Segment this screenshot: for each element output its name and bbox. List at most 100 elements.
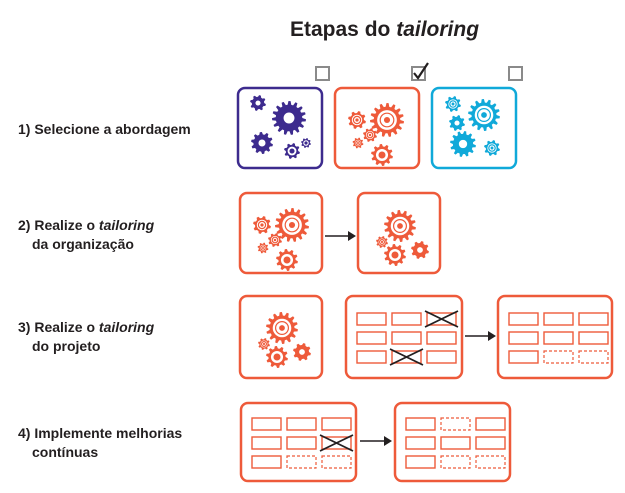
dashed-cell	[321, 455, 352, 469]
gear-center	[481, 112, 487, 118]
arrow-head	[348, 231, 356, 241]
gear-ring	[379, 112, 395, 128]
gear-center	[357, 142, 359, 144]
arrow-head	[488, 331, 496, 341]
gear-center	[273, 353, 281, 361]
task-cell	[578, 331, 609, 345]
task-cell	[508, 312, 539, 326]
task-cell	[475, 436, 506, 450]
improvement-box-before	[239, 401, 358, 483]
step-3-line1: 3) Realize o	[18, 319, 99, 335]
dashed-cell	[440, 417, 471, 431]
gear-center	[262, 247, 264, 249]
gear-hole	[417, 247, 423, 253]
cross-icon	[319, 434, 354, 452]
task-grid	[405, 417, 506, 469]
gear-center	[273, 238, 277, 242]
gear-ring	[271, 236, 279, 244]
cross-icon	[424, 310, 459, 328]
checkbox-frame	[411, 66, 426, 81]
gear-center	[490, 146, 494, 150]
gear-center	[383, 116, 391, 124]
task-cell	[405, 455, 436, 469]
gear-cluster	[258, 312, 311, 368]
gear-hole	[299, 349, 305, 355]
gear-center	[368, 133, 372, 137]
arrow-right-icon	[325, 231, 356, 241]
gear-ring	[352, 115, 362, 125]
gear-center	[378, 151, 386, 159]
step-2-line1: 2) Realize o	[18, 217, 99, 233]
task-cell	[543, 331, 574, 345]
gear-cluster-cyan	[445, 96, 500, 157]
step-1-label: 1) Selecione a abordagem	[18, 120, 191, 139]
title-emphasis: tailoring	[396, 18, 480, 41]
task-cell	[251, 455, 282, 469]
dashed-cell	[578, 350, 609, 364]
gear-center	[260, 223, 264, 227]
gear-center	[262, 342, 266, 346]
task-cell	[391, 331, 422, 345]
task-cell	[321, 417, 352, 431]
step-3-line2: do projeto	[32, 338, 101, 354]
step-2-line2: da organização	[32, 236, 134, 252]
step-3-label: 3) Realize o tailoring do projeto	[18, 318, 154, 356]
task-cell	[356, 331, 387, 345]
gear-center	[289, 148, 295, 154]
org-box-before	[238, 191, 324, 275]
title-text: Etapas do	[290, 18, 397, 41]
gear-ring	[393, 219, 408, 234]
gear-center	[380, 240, 384, 244]
project-box-tasks	[344, 294, 464, 380]
gear-ring	[257, 220, 267, 230]
checkbox-frame	[315, 66, 330, 81]
checkbox-icon	[411, 62, 429, 81]
gear-hole	[458, 139, 468, 149]
gear-ring	[449, 100, 457, 108]
gear-cluster-purple	[250, 95, 311, 159]
gear-center	[279, 325, 285, 331]
task-cell	[426, 331, 457, 345]
gear-center	[288, 221, 296, 229]
gear-center	[391, 251, 399, 259]
project-box-tailored	[496, 294, 614, 380]
gear-center	[304, 141, 308, 145]
task-cell	[578, 312, 609, 326]
step-3-emphasis: tailoring	[98, 319, 155, 335]
gear-ring	[284, 217, 300, 233]
gear-ring	[355, 140, 361, 146]
gear-ring	[488, 144, 496, 152]
gear-ring	[366, 131, 374, 139]
task-cell	[405, 436, 436, 450]
gear-center	[451, 102, 455, 106]
task-cell	[286, 417, 317, 431]
cross-icon	[389, 348, 424, 366]
task-cell	[440, 436, 471, 450]
gear-hole	[255, 100, 261, 106]
gear-center	[355, 118, 359, 122]
gear-hole	[454, 120, 460, 126]
dashed-cell	[286, 455, 317, 469]
gear-ring	[379, 239, 386, 246]
task-cell	[508, 331, 539, 345]
task-cell	[356, 312, 387, 326]
task-cell	[508, 350, 539, 364]
gear-center	[283, 256, 291, 264]
checkbox-frame	[508, 66, 523, 81]
task-grid	[508, 312, 609, 364]
step-4-line1: 4) Implemente melhorias	[18, 425, 183, 441]
gear-center	[397, 223, 403, 229]
step-2-emphasis: tailoring	[98, 217, 155, 233]
task-cell	[475, 417, 506, 431]
task-cell	[426, 312, 457, 326]
arrow-right-icon	[465, 331, 496, 341]
gear-hole	[283, 112, 295, 124]
gear-hole	[258, 139, 266, 147]
task-cell	[426, 350, 457, 364]
task-cell	[286, 436, 317, 450]
task-cell	[321, 436, 352, 450]
step-1-line1: 1) Selecione a abordagem	[18, 121, 191, 137]
step-2-label: 2) Realize o tailoring da organização	[18, 216, 154, 254]
dashed-cell	[475, 455, 506, 469]
task-cell	[543, 312, 574, 326]
